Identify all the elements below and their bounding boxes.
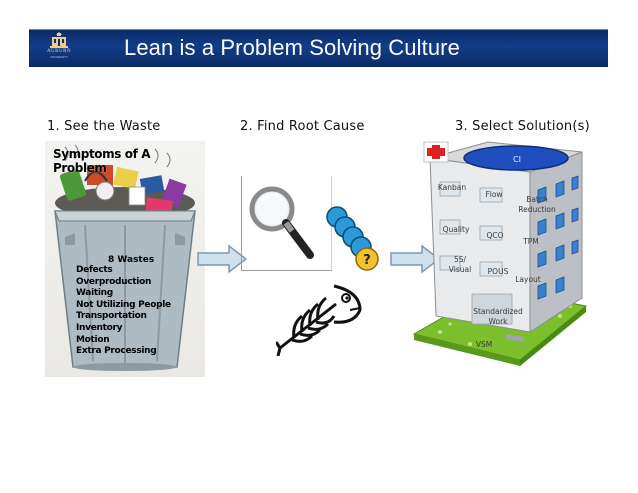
logo-name: AUBURN [46,49,72,54]
fishbone-icon [276,284,362,356]
slide-title: Lean is a Problem Solving Culture [124,35,460,60]
step-2-label: 2. Find Root Cause [240,119,365,134]
list-item: Defects [76,265,113,275]
step-3-label: 3. Select Solution(s) [455,119,590,134]
roof-label: CI [513,155,521,164]
logo-subtitle: UNIVERSITY [49,55,68,59]
tower-icon [50,32,68,48]
window-label: Flow [485,190,502,199]
arrow-right-icon [390,244,440,274]
waste-trash-illustration: Symptoms of A Problem 8 Wastes Defects O… [45,141,205,377]
window-label: Layout [515,275,541,284]
lean-building-illustration: CI Kanban Flow Batch Reduction Quality Q… [412,141,588,366]
step-1-label: 1. See the Waste [47,119,161,134]
five-whys-icon: ? [326,206,379,271]
list-item: Waiting [76,288,113,299]
list-item: Not Utilizing People [76,299,171,310]
magnifying-glass-icon [249,186,314,259]
window-label: POUS [488,267,509,276]
list-item: Motion [76,334,110,345]
window-label: TPM [522,237,539,246]
window-label: Batch [526,195,548,204]
list-item: Extra Processing [76,346,157,357]
arrow-right-icon [197,244,247,274]
trash-can-icon [54,144,196,371]
window-label: Reduction [518,205,556,214]
window-label: QCO [486,231,503,240]
list-item: Transportation [76,311,147,322]
list-item: Overproduction [76,276,152,287]
symptoms-heading: Symptoms of A Problem [53,147,151,175]
window-label: 5S/ [454,255,467,264]
list-item: Inventory [76,322,123,333]
auburn-logo: AUBURN UNIVERSITY [35,32,83,64]
window-label: Work [489,317,509,326]
window-label: Visual [449,265,471,274]
window-label: Kanban [438,183,466,192]
window-label: Standardized [473,307,523,316]
svg-text:?: ? [363,253,371,268]
wastes-title: 8 Wastes [108,255,155,265]
wastes-list: Defects Overproduction Waiting Not Utili… [76,265,171,358]
title-banner: AUBURN UNIVERSITY Lean is a Problem Solv… [29,29,608,67]
window-label: Quality [443,225,470,234]
base-label: VSM [476,340,492,349]
